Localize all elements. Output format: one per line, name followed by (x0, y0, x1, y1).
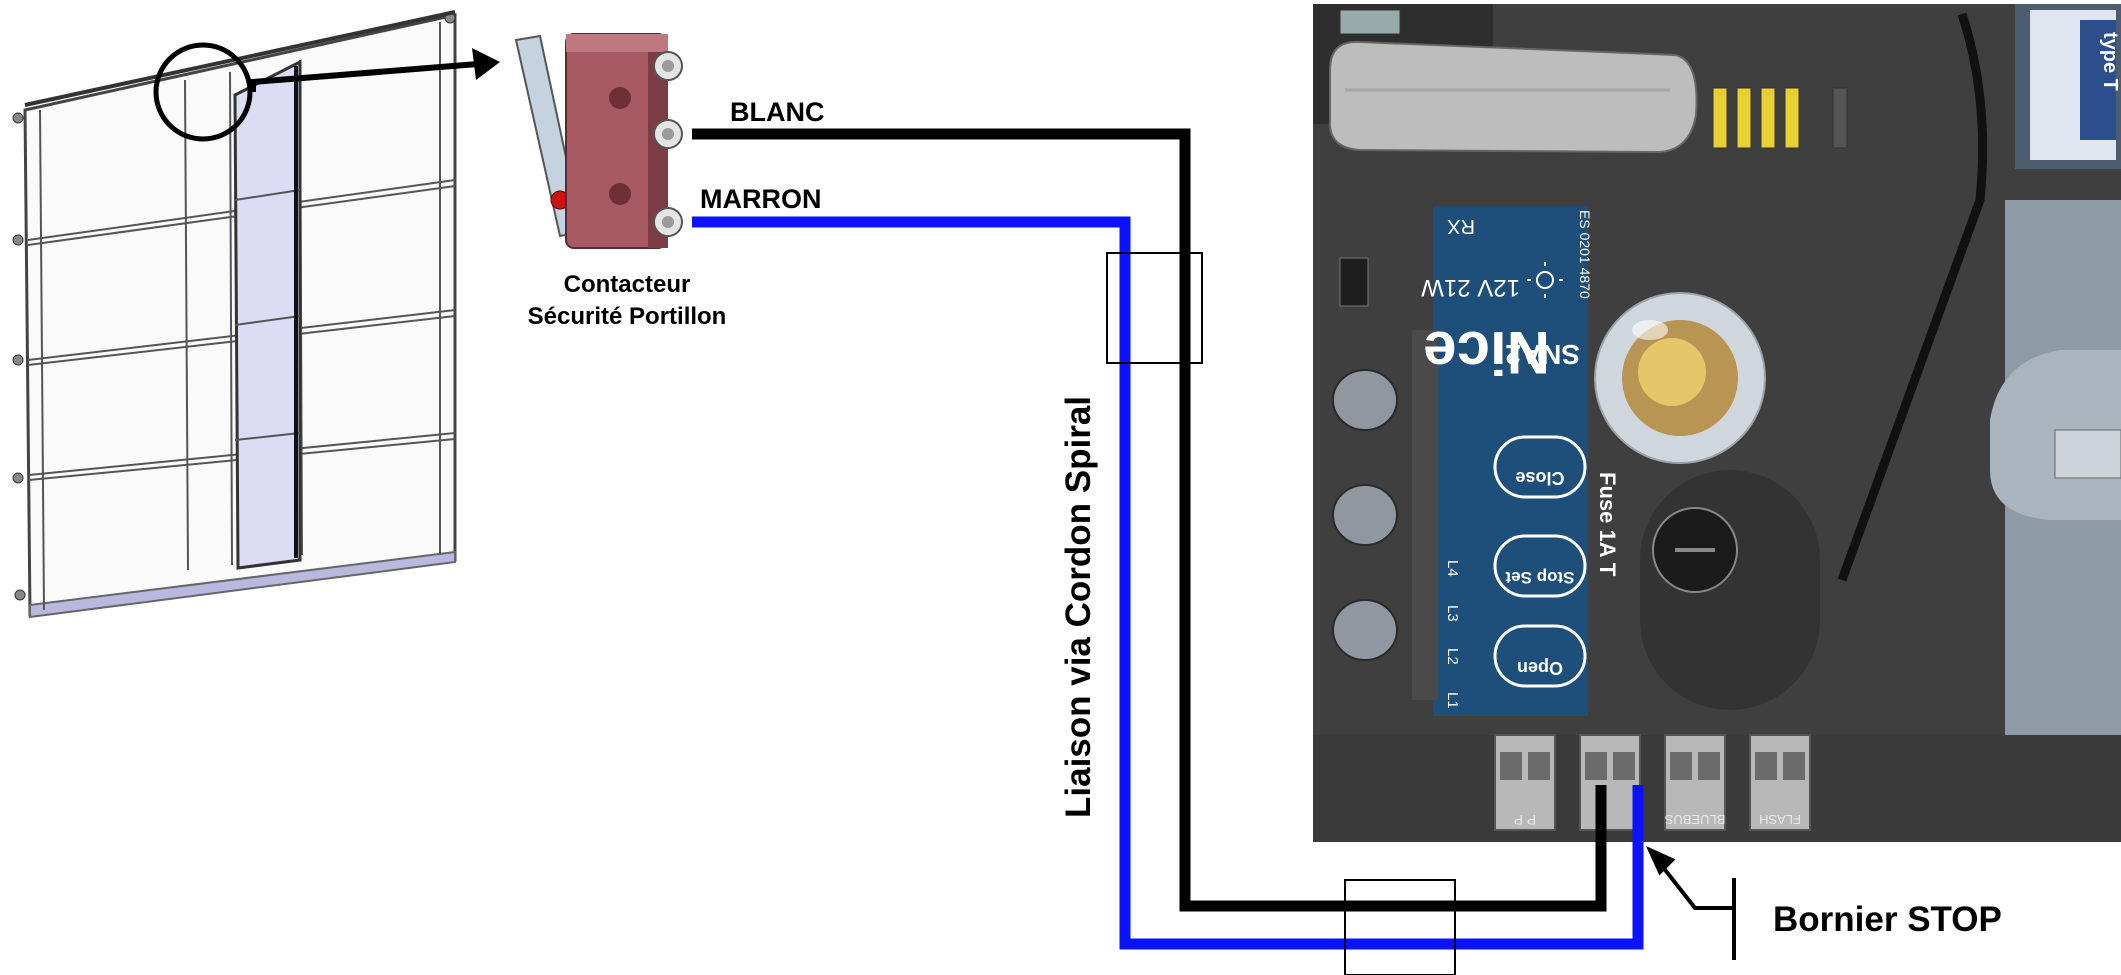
led-l4: L4 (1444, 560, 1461, 577)
brown-wire-label: MARRON (700, 184, 822, 214)
rx-label: RX (1447, 215, 1475, 237)
control-board: type T Nice SNA2 12V 21W ES 0201 4870 RX (1313, 4, 2121, 842)
switch-label-line2: Sécurité Portillon (528, 303, 727, 330)
fuse-label: Fuse 1A T (1595, 472, 1620, 577)
led-l1: L1 (1444, 692, 1461, 709)
terminal-bluebus (1664, 734, 1726, 831)
led-l3: L3 (1444, 605, 1461, 622)
sectional-door-drawing (12, 10, 457, 619)
cable-link-label: Liaison via Cordon Spiral (1059, 396, 1098, 818)
open-key-label: Open (1517, 658, 1563, 678)
terminal-stop (1579, 734, 1641, 831)
pointer-arrow (250, 48, 500, 92)
stop-key-label: Stop Set (1505, 568, 1574, 587)
close-key-label: Close (1515, 468, 1564, 488)
lamp-icon (1527, 262, 1563, 298)
brand-logo: Nice (1423, 319, 1550, 386)
brown-wire (692, 216, 1644, 950)
white-wire-label: BLANC (730, 97, 825, 127)
open-key (1493, 624, 1587, 688)
safety-microswitch (514, 33, 683, 249)
spiral-cord-marker-bottom (1344, 879, 1456, 975)
stop-terminal-callout (1645, 845, 1736, 960)
terminal-flash (1749, 734, 1811, 831)
board-model: SNA2 (1505, 339, 1580, 370)
fuse-holder (1640, 470, 1820, 710)
terminal-flash-label: FLASH (1759, 812, 1801, 827)
terminal-pp-label: P P (1514, 812, 1536, 828)
close-key (1493, 435, 1587, 499)
stop-terminal-label: Bornier STOP (1773, 900, 2002, 939)
stop-set-key (1493, 534, 1587, 598)
spiral-cord-marker-top (1106, 252, 1203, 364)
terminal-bluebus-label: BLUEBUS (1664, 812, 1725, 827)
lamp-rating: 12V 21W (1421, 274, 1520, 301)
board-code: ES 0201 4870 (1577, 210, 1593, 299)
led-l2: L2 (1444, 648, 1461, 665)
white-wire (692, 128, 1607, 912)
terminal-pp (1494, 734, 1556, 831)
switch-label-line1: Contacteur (564, 271, 691, 298)
corner-tag: type T (2099, 32, 2121, 91)
